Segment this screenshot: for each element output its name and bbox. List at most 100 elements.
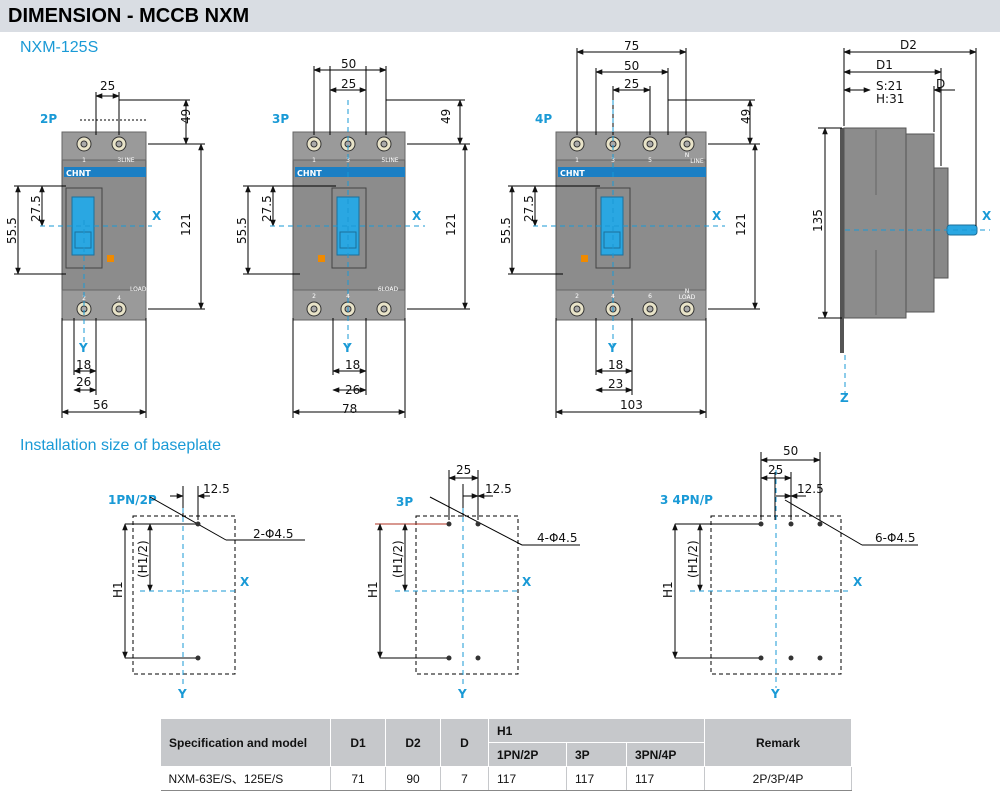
dim-label: 75 xyxy=(624,39,639,53)
dim-label: S:21 xyxy=(876,79,903,93)
dim-label: 26 xyxy=(345,383,360,397)
x-axis-label: X xyxy=(853,575,863,589)
x-axis-label: X xyxy=(712,209,722,223)
dim-label: 18 xyxy=(76,358,91,372)
dim-label: 121 xyxy=(179,213,193,236)
dim-label: D xyxy=(936,77,945,91)
cell-h1-b: 117 xyxy=(566,766,627,791)
warning-tag-icon xyxy=(581,255,588,262)
terminal-screw-center xyxy=(80,140,88,148)
baseplate-label: 3 4PN/P xyxy=(660,493,713,507)
dim-label: 50 xyxy=(783,444,798,458)
y-axis-label: Y xyxy=(457,687,467,701)
dim-label: 12.5 xyxy=(203,482,230,496)
leader-slant xyxy=(784,499,863,546)
x-axis-label: X xyxy=(982,209,992,223)
dim-label: 55.5 xyxy=(235,217,249,244)
bottom-mark-2p: 4 xyxy=(117,295,121,302)
page-title: DIMENSION - MCCB NXM xyxy=(8,5,250,27)
handle-housing xyxy=(933,167,949,279)
holes-label: 4-Φ4.5 xyxy=(537,531,578,545)
pole-label-3p: 3P xyxy=(272,112,289,126)
front-view-2p: 2P 1 3LINE CHNT 2 4 LOAD xyxy=(5,79,205,418)
cell-h1-a: 117 xyxy=(488,766,567,791)
baseplate-outline xyxy=(132,515,236,675)
mount-hole xyxy=(446,655,452,661)
bottom-mark-3p: 2 xyxy=(312,293,316,300)
side-body-front xyxy=(905,133,935,313)
dim-label: 56 xyxy=(93,398,108,412)
terminal-screw-center xyxy=(573,305,581,313)
bottom-mark-2p: 2 xyxy=(82,295,86,302)
baseplate-label: 3P xyxy=(396,495,413,509)
x-axis-label: X xyxy=(412,209,422,223)
dim-label: D2 xyxy=(900,38,917,52)
front-view-4p: 4P 1 3 5 N LINE CHNT 2 4 6 N LOAD xyxy=(499,39,760,418)
baseplate-1pn-2p: 1PN/2P X Y 12.5 2-Φ4.5 (H1/2) H1 xyxy=(108,482,305,701)
dim-label: 55.5 xyxy=(5,217,19,244)
top-mark-4p: 1 xyxy=(575,157,579,164)
mount-hole xyxy=(817,521,823,527)
z-axis-label: Z xyxy=(840,391,849,405)
mount-hole xyxy=(817,655,823,661)
mount-hole xyxy=(195,655,201,661)
dim-label: 55.5 xyxy=(499,217,513,244)
dim-label: 27.5 xyxy=(29,195,43,222)
header-d1: D1 xyxy=(330,718,386,767)
dim-label: 25 xyxy=(624,77,639,91)
dim-label: 25 xyxy=(768,463,783,477)
dim-label: 25 xyxy=(456,463,471,477)
dim-label: 49 xyxy=(739,109,753,124)
front-view-3p: 3P 1 3 5LINE CHNT 2 4 6LOAD xyxy=(235,57,470,418)
bottom-terminal-block-2p xyxy=(61,289,147,321)
mount-hole xyxy=(446,521,452,527)
baseplate-3p: 3P X Y 25 12.5 4-Φ4.5 (H1/2) H1 xyxy=(366,463,580,701)
handle-frame xyxy=(331,187,367,269)
dim-label: 135 xyxy=(811,209,825,232)
brand-badge xyxy=(558,167,706,177)
y-axis-label: Y xyxy=(342,341,352,355)
terminal-screw-center xyxy=(310,305,318,313)
bottom-mark-3p: 4 xyxy=(346,293,350,300)
bottom-mark-4p: N xyxy=(685,288,690,295)
mount-hole xyxy=(195,521,201,527)
baseplate-4p: 3 4PN/P X Y 50 25 12.5 6-Φ4 xyxy=(660,444,918,701)
header-remark: Remark xyxy=(704,718,852,767)
y-axis-label: Y xyxy=(78,341,88,355)
leader-slant xyxy=(149,496,227,541)
dim-label: 12.5 xyxy=(485,482,512,496)
header-h1-a: 1PN/2P xyxy=(488,742,567,767)
bottom-mark-4p: 6 xyxy=(648,293,652,300)
top-mark-3p: 1 xyxy=(312,157,316,164)
dim-label: H:31 xyxy=(876,92,904,106)
top-mark-4p: 3 xyxy=(611,157,615,164)
bottom-mark-4p: 2 xyxy=(575,293,579,300)
mounting-plate xyxy=(840,128,844,353)
handle-frame xyxy=(595,187,631,269)
bottom-mark-4p: LOAD xyxy=(679,294,696,301)
baseplate-section-title: Installation size of baseplate xyxy=(20,437,222,454)
y-axis-label: Y xyxy=(770,687,780,701)
dim-label: 27.5 xyxy=(522,195,536,222)
side-view: X Z D2 D1 S:21 H:31 D 135 xyxy=(811,38,992,405)
brand-badge xyxy=(64,167,146,177)
model-subtitle: NXM-125S xyxy=(20,39,99,56)
dim-label: (H1/2) xyxy=(686,540,700,578)
dim-label: 121 xyxy=(444,213,458,236)
terminal-screw-center xyxy=(683,305,691,313)
dim-label: 49 xyxy=(179,109,193,124)
handle-knob xyxy=(74,231,92,249)
dim-label: 26 xyxy=(76,375,91,389)
dim-label: 25 xyxy=(100,79,115,93)
terminal-screw-center xyxy=(115,305,123,313)
dim-label: 18 xyxy=(345,358,360,372)
header-h1-b: 3P xyxy=(566,742,627,767)
dim-label: 50 xyxy=(624,59,639,73)
dim-label: 121 xyxy=(734,213,748,236)
top-mark-4p: 5 xyxy=(648,157,652,164)
holes-label: 6-Φ4.5 xyxy=(875,531,916,545)
dim-label: 103 xyxy=(620,398,643,412)
dim-label: 12.5 xyxy=(797,482,824,496)
dim-label: 49 xyxy=(439,109,453,124)
pole-label-2p: 2P xyxy=(40,112,57,126)
